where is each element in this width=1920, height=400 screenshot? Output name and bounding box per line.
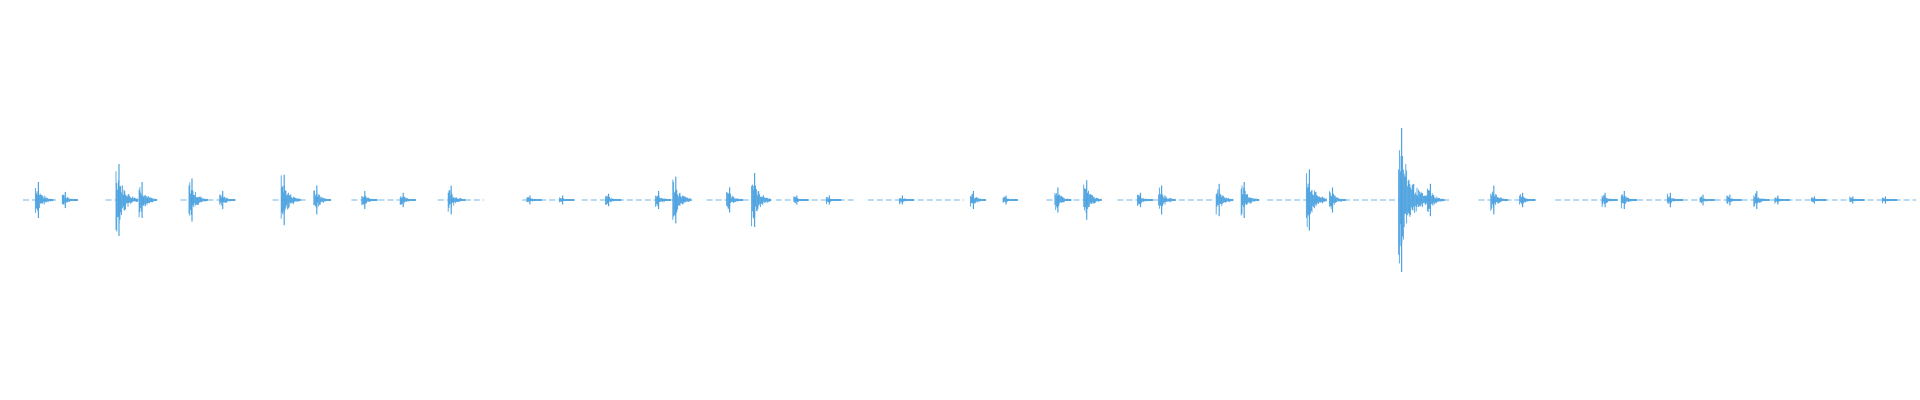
waveform-burst bbox=[61, 191, 78, 209]
waveform-burst bbox=[1240, 182, 1260, 218]
waveform-burst bbox=[1490, 185, 1509, 215]
waveform-burst bbox=[313, 185, 332, 215]
waveform-burst bbox=[1620, 191, 1637, 209]
waveform-burst bbox=[188, 178, 208, 222]
waveform-burst bbox=[219, 191, 236, 209]
waveform-burst bbox=[1699, 194, 1715, 206]
waveform-burst bbox=[751, 173, 772, 227]
waveform-group bbox=[23, 128, 1917, 272]
waveform-burst bbox=[793, 195, 809, 205]
waveform-burst bbox=[115, 164, 139, 236]
waveform-burst bbox=[526, 195, 542, 205]
waveform-burst bbox=[1753, 191, 1770, 209]
waveform-burst bbox=[1881, 196, 1898, 204]
waveform-burst bbox=[969, 191, 987, 209]
waveform-burst bbox=[605, 193, 622, 207]
waveform-burst bbox=[1329, 187, 1346, 213]
waveform-burst bbox=[1849, 196, 1865, 204]
waveform-burst bbox=[1215, 183, 1234, 217]
waveform-burst bbox=[138, 182, 158, 218]
waveform-burst bbox=[1054, 187, 1072, 213]
waveform-burst bbox=[447, 185, 466, 215]
waveform-burst bbox=[1810, 196, 1827, 204]
waveform-burst bbox=[898, 195, 915, 205]
waveform-burst bbox=[34, 182, 54, 218]
waveform-burst bbox=[1137, 192, 1154, 208]
waveform-burst bbox=[1083, 180, 1102, 220]
waveform-burst bbox=[1601, 192, 1618, 208]
waveform-burst bbox=[1158, 185, 1176, 215]
waveform-burst bbox=[655, 191, 672, 209]
waveform-burst bbox=[280, 174, 301, 226]
waveform-burst bbox=[1519, 192, 1536, 208]
waveform-burst bbox=[726, 187, 744, 213]
waveform-burst bbox=[1774, 195, 1790, 205]
waveform-burst bbox=[1305, 169, 1327, 231]
waveform-burst bbox=[399, 192, 416, 208]
waveform-burst bbox=[672, 176, 692, 224]
waveform-burst bbox=[361, 191, 378, 209]
waveform-burst bbox=[1398, 128, 1429, 272]
waveform-burst bbox=[1426, 183, 1445, 217]
waveform-burst bbox=[1666, 192, 1684, 208]
waveform-burst bbox=[1002, 195, 1018, 205]
waveform-burst bbox=[825, 195, 842, 205]
waveform-burst bbox=[559, 195, 575, 205]
waveform-burst bbox=[1726, 194, 1742, 206]
